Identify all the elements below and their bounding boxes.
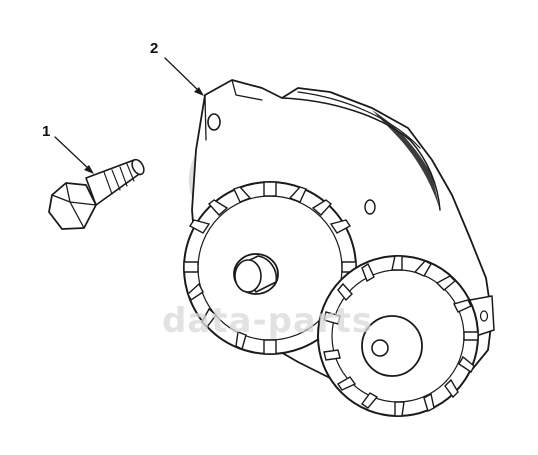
bolt-part [48,158,145,230]
callout-label-1: 1 [42,123,50,140]
leader-arrow-1 [54,136,94,174]
leader-arrow-2 [164,57,204,96]
watermark-text: data-parts [162,301,373,341]
drive-gear [183,181,357,355]
driven-gear [317,255,479,417]
callout-label-2: 2 [150,40,158,57]
oil-pump-part [183,79,495,417]
